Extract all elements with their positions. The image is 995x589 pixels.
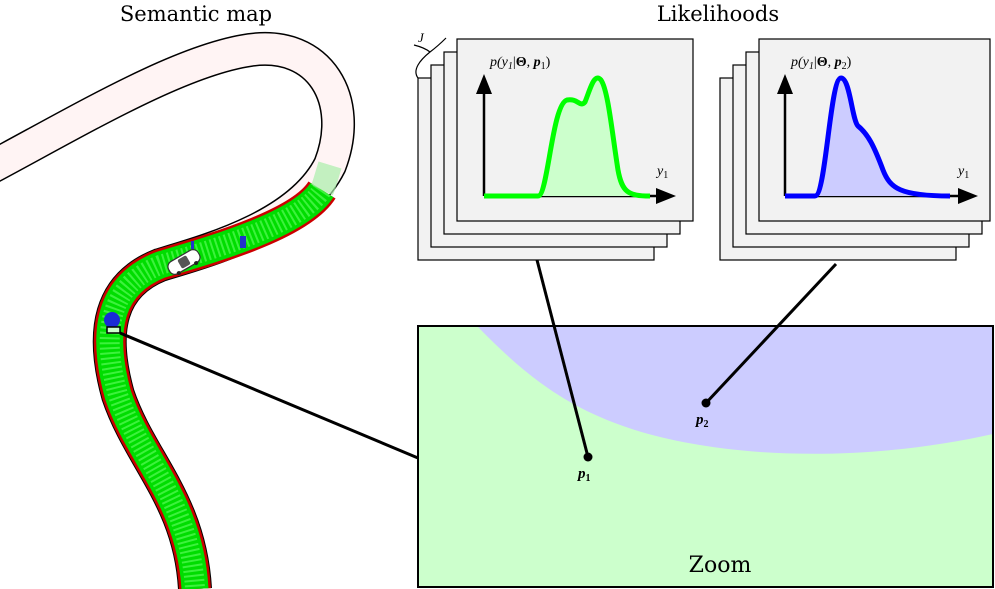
likelihood-stack-2: p(y1|Θ, p2) y1 [719,38,991,261]
density-curve-1 [484,75,651,199]
semantic-map-panel: Semantic map [0,2,355,589]
stack-count-label: J [418,30,425,45]
point-p1 [583,452,593,462]
zoom-marker [106,326,121,334]
blue-patch-marks [191,241,194,249]
stack2-to-p2-connector [704,262,838,405]
stack-brace: J [413,30,447,79]
map-to-zoom-connector [119,331,419,460]
blue-patch-small [240,236,246,248]
xlabel-2: y1 [956,164,969,181]
semantic-map-title: Semantic map [120,2,272,26]
car-icon [167,249,201,276]
zoom-panel: Zoom [417,325,994,588]
zoom-blue-region [478,327,993,454]
point-p1-label: p1 [576,466,591,484]
ylabel-2: p(y1|Θ, p2) [790,55,852,72]
point-p2 [701,398,711,408]
likelihood-stack-1: p(y1|Θ, p1) y1 [417,38,694,261]
point-p2-label: p2 [694,412,709,430]
blue-patch-circle [104,312,120,328]
likelihoods-title: Likelihoods [657,2,779,26]
x-axis-arrow-2 [958,188,978,204]
xlabel-1: y1 [655,164,668,181]
zoom-label: Zoom [689,553,752,578]
x-axis-arrow-1 [656,188,676,204]
ylabel-1: p(y1|Θ, p1) [489,55,551,72]
stack1-to-p1-connector [535,259,590,458]
zoom-border [417,325,994,588]
semantic-road-fill [96,181,334,589]
semantic-road-fade [311,161,342,196]
y-axis-arrow-2 [777,74,793,94]
y-axis-arrow-1 [476,74,492,94]
density-curve-2 [785,75,951,199]
